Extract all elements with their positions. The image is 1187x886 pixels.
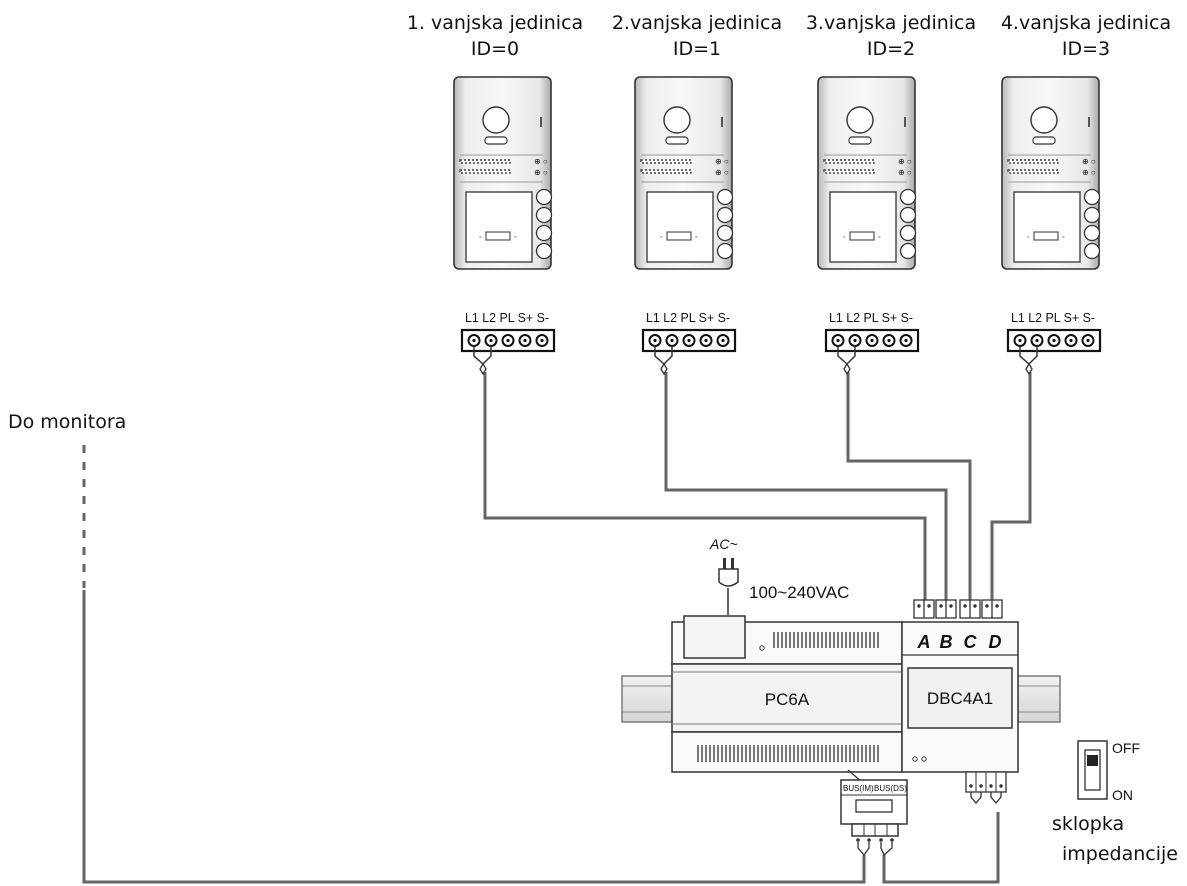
unit1-id: ID=0 (471, 38, 519, 60)
dbc4a1-model-label: DBC4A1 (927, 689, 993, 708)
unit3-name: 3.vanjska jedinica (806, 12, 976, 34)
terminal-labels: L1 L2 PL S+ S- (1011, 310, 1095, 325)
port-c-label: C (964, 632, 978, 652)
terminal-block-4: L1 L2 PL S+ S- (1006, 310, 1102, 376)
outdoor-unit-2: ⊕ ○ ⊕ ○ ◦ ◦ (634, 76, 734, 270)
switch-off-label: OFF (1112, 740, 1140, 756)
bus-terminal-block: BUS(IM) BUS(DS) (840, 779, 908, 857)
port-d-label: D (989, 632, 1002, 652)
unit2-name: 2.vanjska jedinica (612, 12, 782, 34)
terminal-labels: L1 L2 PL S+ S- (829, 310, 913, 325)
terminal-block-1: L1 L2 PL S+ S- (460, 310, 556, 376)
pc6a-power-supply: PC6A (671, 615, 903, 783)
terminal-labels: L1 L2 PL S+ S- (465, 310, 549, 325)
dbc4a1-distributor: DBC4A1 A B C D (901, 621, 1019, 773)
svg-text:⊕ ○: ⊕ ○ (1082, 168, 1096, 177)
unit4-name: 4.vanjska jedinica (1001, 12, 1171, 34)
port-b-label: B (940, 632, 953, 652)
svg-text:⊕ ○: ⊕ ○ (534, 168, 548, 177)
svg-text:◦: ◦ (514, 234, 516, 241)
unit3-id: ID=2 (867, 38, 915, 60)
ac-label: AC~ (709, 536, 738, 552)
wire-unit4-to-port-d (990, 372, 1032, 600)
switch-on-label: ON (1112, 787, 1133, 803)
terminal-block-3: L1 L2 PL S+ S- (824, 310, 920, 376)
bus-im-label: BUS(IM) (843, 784, 874, 793)
outdoor-unit-4: ⊕ ○ ⊕ ○ ◦ ◦ (1001, 76, 1101, 270)
switch-caption-line2: impedancije (1062, 843, 1178, 865)
terminal-block-2: L1 L2 PL S+ S- (641, 310, 737, 376)
svg-text:◦: ◦ (479, 234, 481, 241)
svg-text:◦: ◦ (695, 234, 697, 241)
unit1-name: 1. vanjska jedinica (407, 12, 583, 34)
svg-text:⊕ ○: ⊕ ○ (1082, 157, 1096, 166)
pc6a-model-label: PC6A (765, 690, 810, 709)
din-rail-left (621, 675, 673, 723)
dbc4a1-input-terminals (913, 599, 1003, 619)
wire-unit2-to-port-b (664, 372, 948, 600)
terminal-labels: L1 L2 PL S+ S- (646, 310, 730, 325)
wire-unit1-to-port-a (483, 372, 927, 600)
wire-unit3-to-port-c (846, 372, 972, 600)
svg-text:◦: ◦ (660, 234, 662, 241)
svg-text:◦: ◦ (1062, 234, 1064, 241)
ac-plug-icon (718, 558, 739, 615)
svg-text:◦: ◦ (1027, 234, 1029, 241)
voltage-label: 100~240VAC (749, 583, 849, 602)
outdoor-unit-1: ⊕ ○ ⊕ ○ ◦ ◦ (453, 76, 553, 270)
wire-monitor-bus (82, 590, 866, 884)
dbc4a1-output-terminals (965, 771, 1007, 805)
svg-text:⊕ ○: ⊕ ○ (898, 168, 912, 177)
impedance-switch-icon (1077, 740, 1108, 800)
svg-text:⊕ ○: ⊕ ○ (715, 157, 729, 166)
outdoor-unit-3: ⊕ ○ ⊕ ○ ◦ ◦ (817, 76, 917, 270)
outdoor-unit-labels: 1. vanjska jedinica ID=0 2.vanjska jedin… (407, 12, 1171, 60)
wire-distributor-to-bus (882, 812, 1000, 884)
svg-text:⊕ ○: ⊕ ○ (715, 168, 729, 177)
svg-text:◦: ◦ (878, 234, 880, 241)
switch-caption-line1: sklopka (1052, 813, 1124, 835)
unit4-id: ID=3 (1062, 38, 1110, 60)
bus-ds-label: BUS(DS) (874, 784, 907, 793)
din-rail-right (1017, 675, 1061, 723)
monitor-label: Do monitora (8, 411, 126, 433)
svg-text:⊕ ○: ⊕ ○ (534, 157, 548, 166)
unit2-id: ID=1 (673, 38, 721, 60)
port-a-label: A (917, 632, 931, 652)
wires (82, 372, 1032, 884)
svg-text:◦: ◦ (843, 234, 845, 241)
svg-text:⊕ ○: ⊕ ○ (898, 157, 912, 166)
